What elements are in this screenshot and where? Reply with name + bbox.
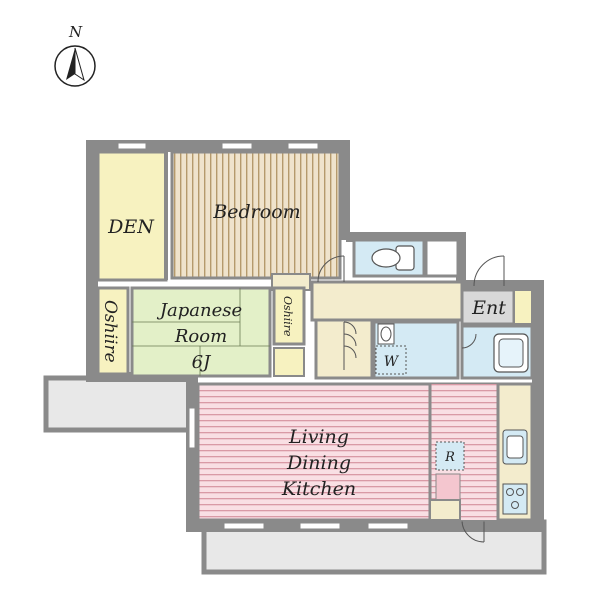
tatami-lines — [132, 288, 270, 376]
sink-icon — [502, 429, 528, 465]
hallway — [310, 280, 464, 322]
refrigerator-space — [435, 441, 465, 471]
small-storage — [273, 347, 305, 377]
washer-space — [375, 345, 407, 375]
storage-doors — [343, 321, 357, 370]
balcony-west — [43, 375, 197, 433]
toilet-icon — [371, 245, 415, 271]
japanese-room-label-line1: Japanese — [156, 300, 242, 321]
utility-box — [424, 238, 460, 278]
room-den — [96, 150, 168, 282]
shoe-box — [513, 289, 533, 325]
bathtub-icon — [493, 333, 529, 373]
oshiire-left-label: Oshiire — [100, 300, 120, 363]
room-oshiire-small — [272, 286, 306, 346]
japanese-room-label-line3: 6J — [192, 352, 212, 373]
walls — [86, 140, 544, 532]
washbasin-icon — [377, 323, 395, 345]
room-oshiire-left — [96, 286, 130, 376]
north-arrow-icon — [54, 45, 96, 87]
refrigerator-label: R — [444, 450, 455, 465]
washer-label: W — [384, 354, 400, 370]
kitchen-partition — [429, 499, 461, 521]
japanese-room-label-line2: Room — [174, 326, 227, 347]
entrance-door — [473, 255, 505, 287]
entrance-label: Ent — [471, 297, 506, 319]
ldk-label-line1: Living — [288, 426, 349, 448]
kitchen-mat — [435, 473, 461, 501]
ldk-label-line3: Kitchen — [281, 478, 356, 500]
bedroom-label: Bedroom — [212, 201, 300, 223]
stove-icon — [502, 483, 528, 515]
room-entrance — [460, 288, 516, 326]
oshiire-small-label: Oshiire — [281, 296, 294, 337]
ldk-label-line2: Dining — [286, 452, 351, 474]
compass-label: N — [68, 23, 83, 41]
windows — [117, 142, 409, 530]
room-bedroom — [170, 150, 342, 280]
den-label: DEN — [107, 216, 155, 238]
room-japanese — [130, 286, 272, 378]
